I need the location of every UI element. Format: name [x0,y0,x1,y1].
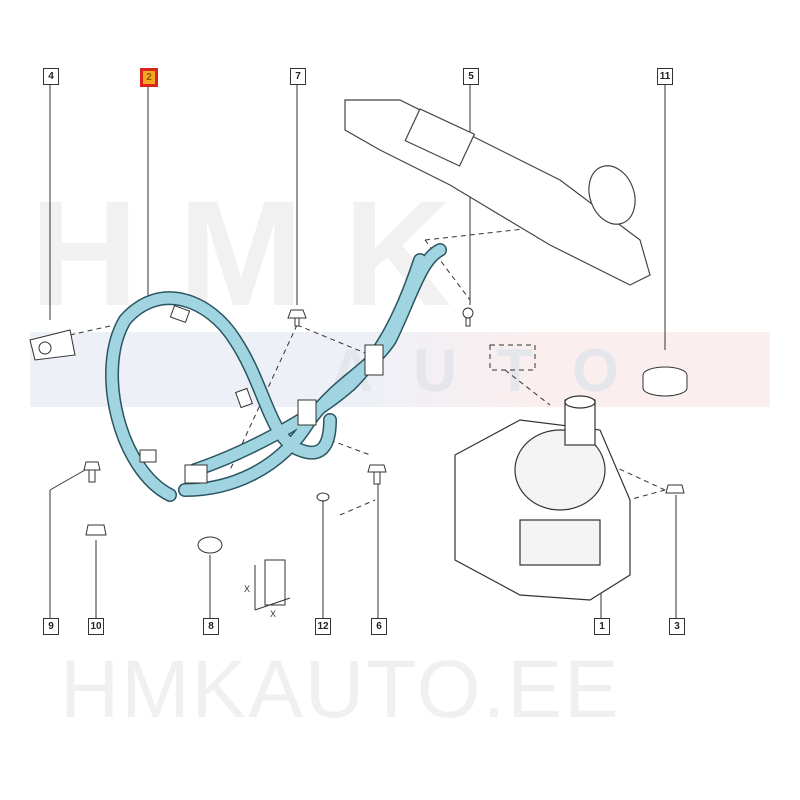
callout-11[interactable]: 11 [657,68,673,85]
bolt-part-5 [462,307,474,327]
dim-x-horizontal: X [270,609,276,619]
callout-10[interactable]: 10 [88,618,104,635]
callout-2-highlighted[interactable]: 2 [140,68,158,87]
callout-1[interactable]: 1 [594,618,610,635]
watermark-logo: HMK [30,169,492,337]
cap-part-11 [642,366,688,397]
bolt-part-7 [287,309,307,327]
callout-5[interactable]: 5 [463,68,479,85]
bolt-part-9 [83,461,101,483]
thread-spec-icon: X X [244,559,291,619]
clip-part-4 [29,329,76,361]
watermark-url: HMKAUTO.EE [60,644,621,735]
dim-x-vertical: X [244,584,250,594]
bolt-part-3 [665,484,685,494]
clamp-part-8 [197,536,223,554]
callout-3[interactable]: 3 [669,618,685,635]
oring-part-12 [316,492,330,502]
steering-rack [344,99,651,286]
nut-part-10 [85,524,107,536]
callout-12[interactable]: 12 [315,618,331,635]
callout-9[interactable]: 9 [43,618,59,635]
callout-6[interactable]: 6 [371,618,387,635]
bolt-part-6 [367,464,387,485]
callout-8[interactable]: 8 [203,618,219,635]
callout-7[interactable]: 7 [290,68,306,85]
callout-4[interactable]: 4 [43,68,59,85]
pump-unit-part-1 [454,395,631,601]
